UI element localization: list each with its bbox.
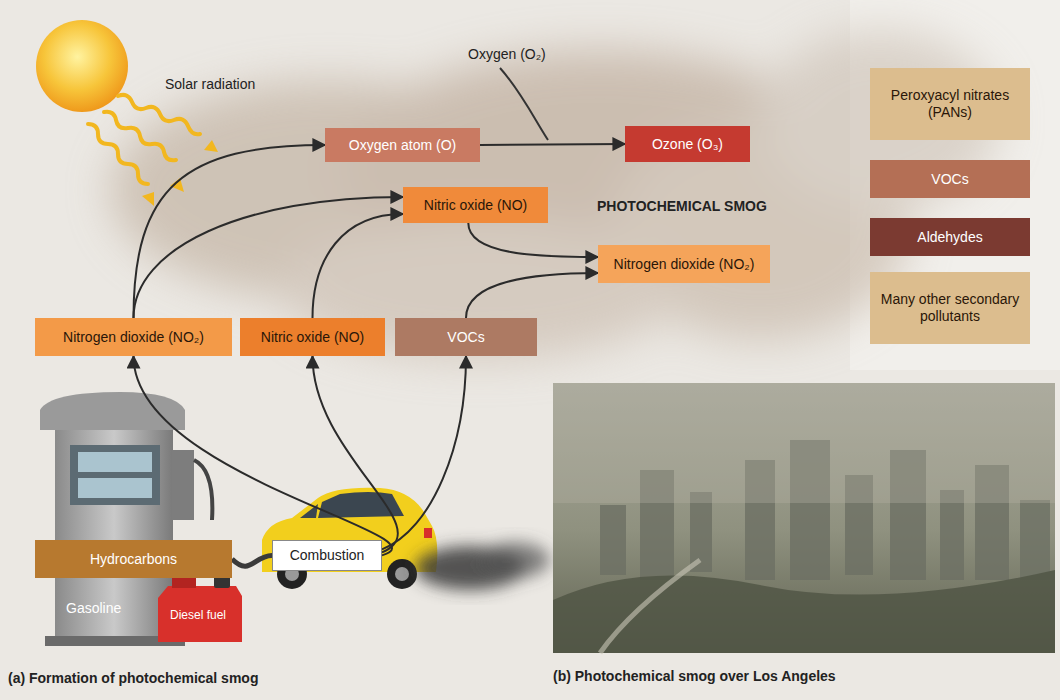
node-text: Combustion [290,547,365,564]
node-text: Many other secondary pollutants [878,291,1022,325]
reaction-arrow [466,273,598,318]
reaction-arrow [313,214,404,318]
solar-rays [88,95,200,184]
gas-label: Oxygen (O₂) [468,46,546,63]
node-text: Oxygen atom (O) [349,137,456,154]
reaction-arrow [134,197,404,318]
node-text: Ozone (O₃) [652,136,723,153]
pollutant-box: Many other secondary pollutants [870,272,1030,344]
node-text: Hydrocarbons [90,551,177,568]
process-box: Combustion [272,540,382,571]
node-text: VOCs [447,329,484,346]
sun [36,20,128,112]
fuel-box: Hydrocarbons [35,540,232,578]
node-text: Nitrogen dioxide (NO₂) [614,256,755,273]
fuel-can [158,576,242,642]
smog-cloud [110,30,1000,360]
node-text: Nitrogen dioxide (NO₂) [63,329,204,346]
oxygen-leader [500,68,548,140]
pollutant-box: VOCs [870,160,1030,198]
reaction-arrow [134,145,326,318]
reaction-arrow [313,356,398,552]
emission-box: Nitric oxide (NO) [240,318,385,356]
pollutant-box: Peroxyacyl nitrates (PANs) [870,68,1030,140]
car [262,488,437,589]
reaction-arrow [480,144,625,145]
can-label: Diesel fuel [170,608,226,622]
node-text: Peroxyacyl nitrates (PANs) [878,87,1022,121]
city-photo [553,383,1055,653]
node-text: Aldehydes [917,229,982,246]
product-box: Ozone (O₃) [625,126,750,162]
reaction-arrow [232,555,272,566]
pump-label: Gasoline [66,600,121,617]
species-box: Nitrogen dioxide (NO₂) [598,245,770,283]
reaction-arrow [134,356,393,555]
species-box: Nitric oxide (NO) [403,187,548,223]
reaction-arrow [382,356,466,549]
figure-caption: (b) Photochemical smog over Los Angeles [553,668,836,685]
smog-title: PHOTOCHEMICAL SMOG [597,198,767,215]
reaction-arrow [468,223,598,257]
emission-box: VOCs [395,318,537,356]
figure-caption: (a) Formation of photochemical smog [8,670,258,687]
species-box: Oxygen atom (O) [325,128,480,162]
exhaust-cloud [415,542,550,590]
emission-box: Nitrogen dioxide (NO₂) [35,318,232,356]
pollutant-box: Aldehydes [870,218,1030,256]
node-text: Nitric oxide (NO) [424,197,527,214]
node-text: VOCs [931,171,968,188]
node-text: Nitric oxide (NO) [261,329,364,346]
solar-label: Solar radiation [165,76,255,93]
